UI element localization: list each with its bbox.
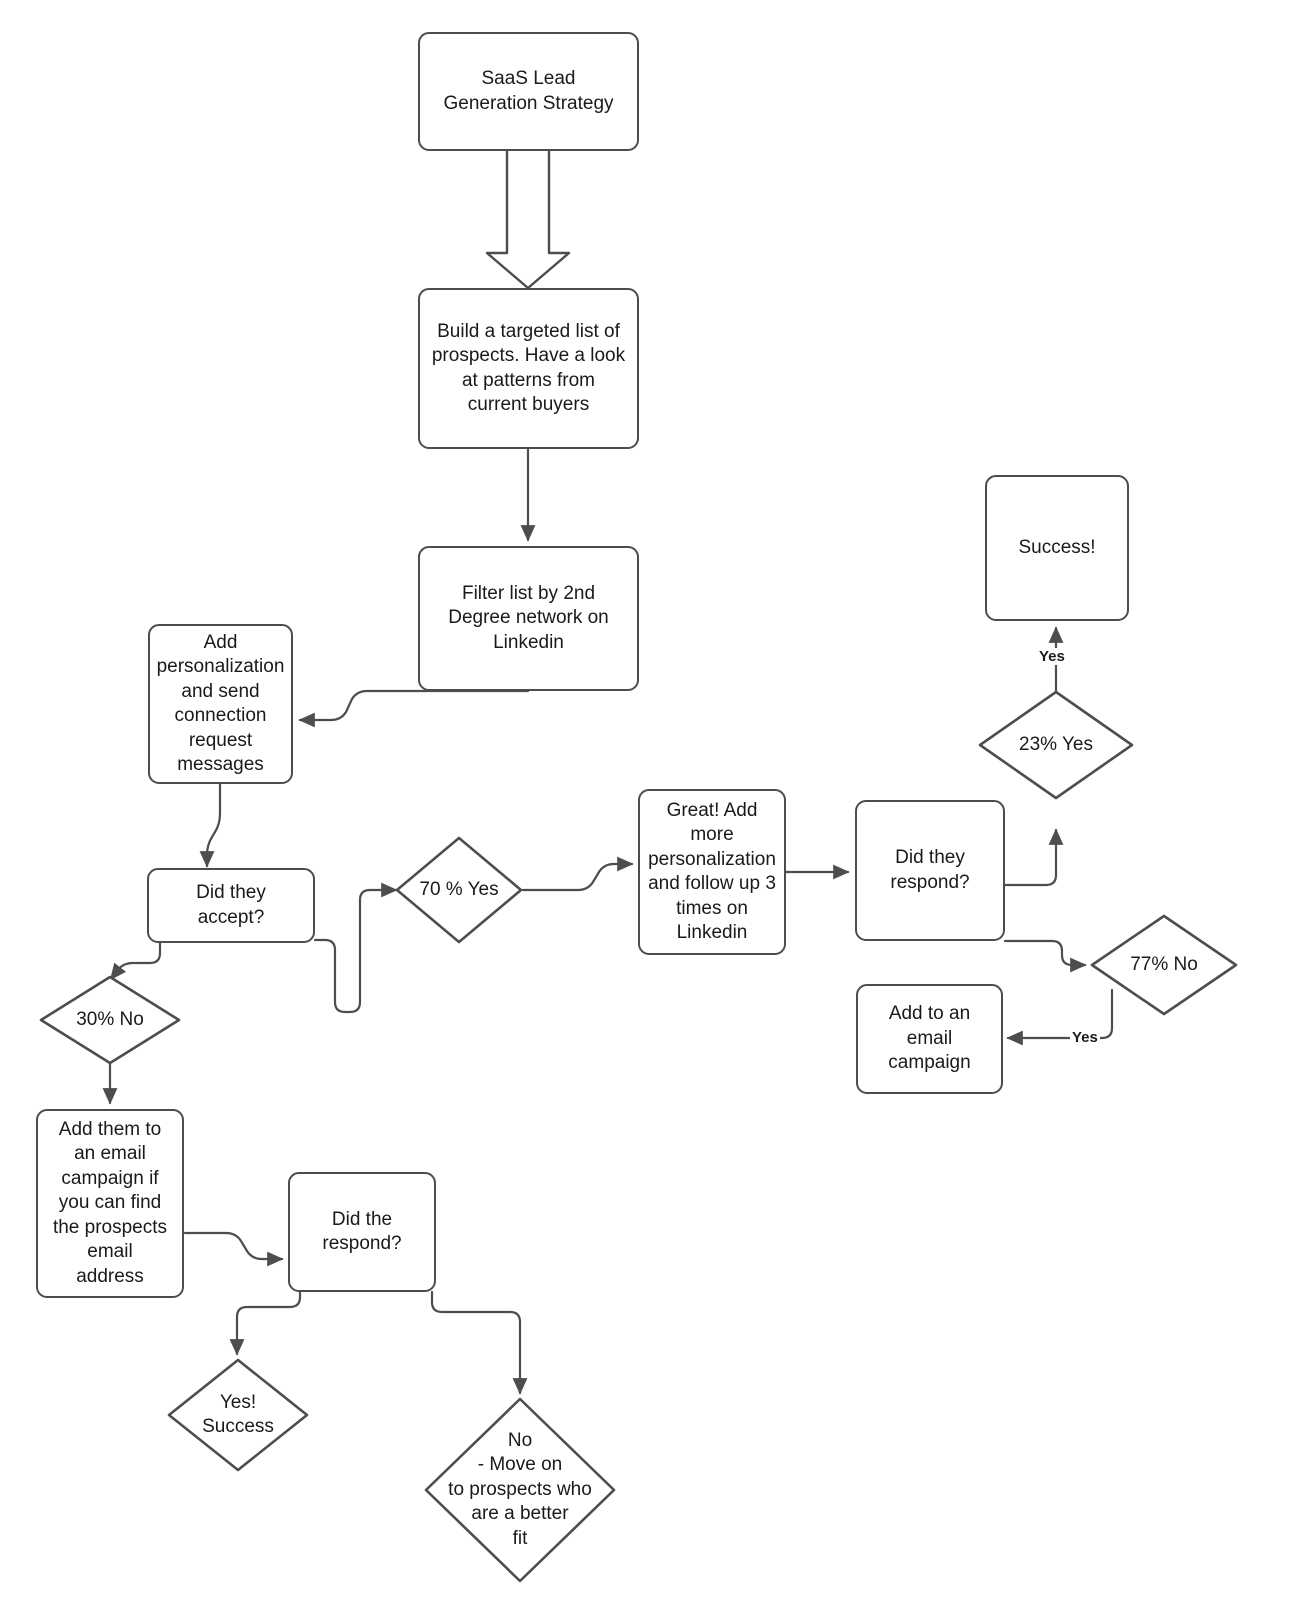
edge-add-personalization-to-did-they-accept (199, 782, 222, 868)
node-yes-70[interactable]: 70 % Yes (395, 836, 523, 944)
node-success-label: Success! (1018, 536, 1096, 558)
node-yes-70-label: 70 % Yes (419, 878, 499, 900)
edge-start-to-build-list (485, 149, 571, 290)
edge-yes-70-to-great-add-more (521, 856, 634, 892)
node-did-they-respond[interactable]: Did they respond? (855, 800, 1005, 941)
node-did-they-accept[interactable]: Did they accept? (147, 868, 315, 943)
node-did-the-respond-label: Did the respond? (322, 1208, 402, 1255)
node-no-77[interactable]: 77% No (1090, 914, 1238, 1016)
node-yes-success[interactable]: Yes! Success (167, 1358, 309, 1472)
diamond-shape-yes-success (167, 1358, 309, 1472)
node-no-move-on[interactable]: No - Move on to prospects who are a bett… (424, 1397, 616, 1583)
diamond-shape-yes-70 (395, 836, 523, 944)
node-build-list-label: Build a targeted list of prospects. Have… (431, 320, 626, 416)
node-start-label: SaaS Lead Generation Strategy (443, 68, 614, 114)
node-yes-success-label: Yes! Success (202, 1391, 274, 1438)
node-success[interactable]: Success! (985, 475, 1129, 621)
node-add-personalization-label: Add personalization and send connection … (156, 631, 285, 776)
edge-add-them-email-to-did-the-respond (183, 1231, 284, 1267)
node-add-personalization[interactable]: Add personalization and send connection … (148, 624, 293, 784)
node-did-they-respond-label: Did they respond? (890, 847, 970, 893)
node-no-30[interactable]: 30% No (39, 975, 181, 1065)
node-filter-list-label: Filter list by 2nd Degree network on Lin… (448, 582, 609, 653)
node-add-to-email-campaign-label: Add to an email campaign (888, 1003, 971, 1074)
edge-did-they-respond-to-yes-23 (1003, 828, 1064, 887)
node-no-move-on-label: No - Move on to prospects who are a bett… (448, 1429, 592, 1549)
node-add-them-email-campaign[interactable]: Add them to an email campaign if you can… (36, 1109, 184, 1298)
edge-did-the-respond-to-yes-success (229, 1290, 302, 1356)
node-no-77-label: 77% No (1130, 953, 1198, 975)
node-add-them-email-campaign-label: Add them to an email campaign if you can… (52, 1118, 168, 1287)
node-great-add-more-label: Great! Add more personalization and foll… (648, 799, 776, 944)
edge-label-email-campaign-yes: Yes (1070, 1029, 1100, 1046)
node-great-add-more[interactable]: Great! Add more personalization and foll… (638, 789, 786, 955)
node-filter-list[interactable]: Filter list by 2nd Degree network on Lin… (418, 546, 639, 691)
diamond-shape-no-77 (1090, 914, 1238, 1016)
node-add-to-email-campaign[interactable]: Add to an email campaign (856, 984, 1003, 1094)
diamond-shape-no-move-on (424, 1397, 616, 1583)
diamond-shape-no-30 (39, 975, 181, 1065)
node-yes-23-label: 23% Yes (1019, 733, 1093, 755)
edge-label-success-yes: Yes (1037, 648, 1067, 665)
edge-did-they-accept-to-yes-70 (313, 882, 398, 1014)
edge-did-they-respond-to-no-77 (1003, 939, 1087, 973)
diamond-shape-yes-23 (978, 690, 1134, 800)
node-did-the-respond[interactable]: Did the respond? (288, 1172, 436, 1292)
node-build-list[interactable]: Build a targeted list of prospects. Have… (418, 288, 639, 449)
node-did-they-accept-label: Did they accept? (196, 882, 266, 928)
node-yes-23[interactable]: 23% Yes (978, 690, 1134, 800)
edge-filter-list-to-add-personalization (298, 689, 530, 728)
edge-did-they-accept-to-no-30 (109, 941, 162, 981)
edge-did-the-respond-to-no-move-on (430, 1290, 528, 1395)
node-start[interactable]: SaaS Lead Generation Strategy (418, 32, 639, 151)
node-no-30-label: 30% No (76, 1008, 144, 1030)
